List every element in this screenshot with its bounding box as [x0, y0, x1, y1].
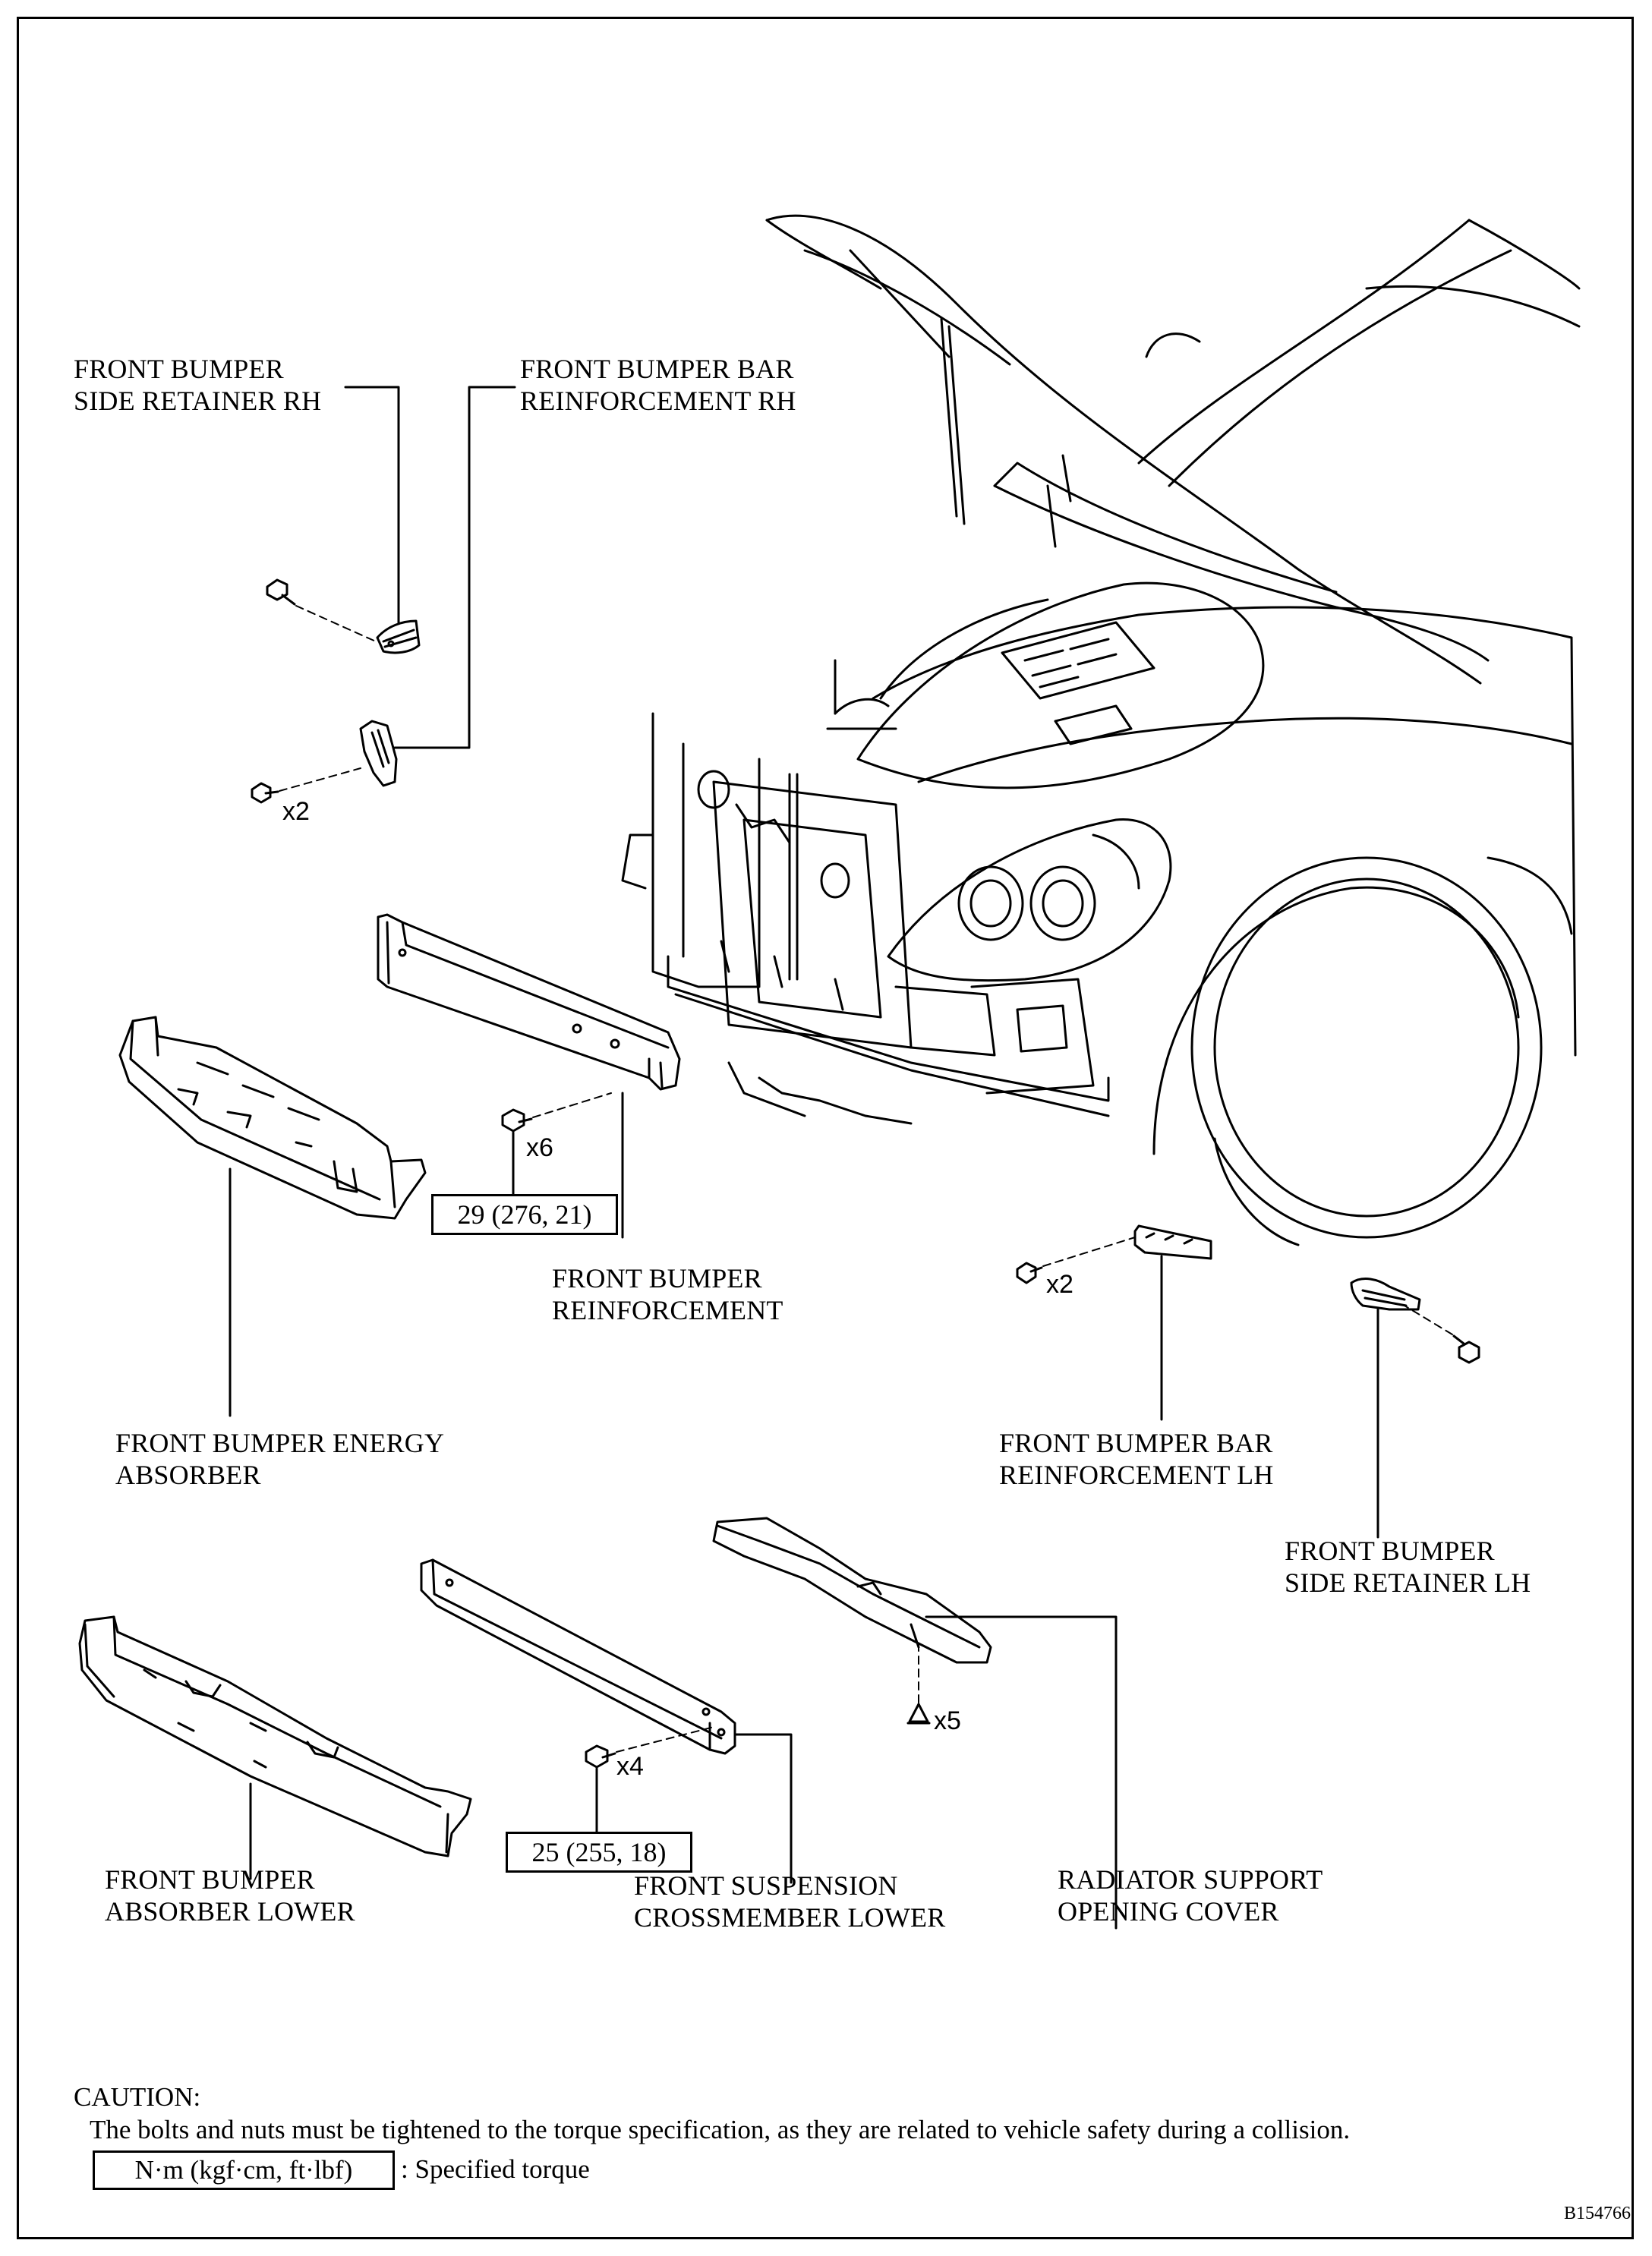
- torque-box-crossmember: 25 (255, 18): [506, 1832, 692, 1873]
- label-absorber-lower: FRONT BUMPER ABSORBER LOWER: [105, 1864, 355, 1927]
- front-bumper-bar-reinforcement-rh-part: [251, 720, 398, 804]
- torque-legend-box: N·m (kgf·cm, ft·lbf): [93, 2150, 395, 2190]
- label-side-retainer-rh: FRONT BUMPER SIDE RETAINER RH: [74, 354, 322, 416]
- front-bumper-reinforcement-part: [377, 913, 681, 1133]
- label-energy-absorber: FRONT BUMPER ENERGY ABSORBER: [115, 1428, 445, 1490]
- leader-crossmember: [733, 1733, 793, 1884]
- vehicle-front-illustration: [621, 214, 1581, 1246]
- front-bumper-side-retainer-rh-part: [266, 578, 421, 654]
- label-crossmember-lower: FRONT SUSPENSION CROSSMEMBER LOWER: [634, 1870, 946, 1933]
- torque-box-reinforcement: 29 (276, 21): [431, 1194, 618, 1235]
- front-bumper-side-retainer-lh-part: [1350, 1278, 1480, 1364]
- qty-reinforcement-bolts: x6: [526, 1133, 553, 1162]
- torque-legend-text: : Specified torque: [401, 2154, 590, 2184]
- caution-title: CAUTION:: [74, 2082, 201, 2112]
- label-bar-reinforcement-lh: FRONT BUMPER BAR REINFORCEMENT LH: [999, 1428, 1274, 1490]
- qty-crossmember-bolts: x4: [616, 1752, 644, 1781]
- leader-radiator-cover: [925, 1615, 1118, 1930]
- caution-text: The bolts and nuts must be tightened to …: [90, 2115, 1351, 2144]
- front-bumper-absorber-lower-part: [78, 1615, 472, 1857]
- qty-lh-bar-bolts: x2: [1046, 1270, 1073, 1299]
- radiator-support-opening-cover-part: [712, 1517, 992, 1725]
- qty-cover-clips: x5: [934, 1706, 961, 1735]
- qty-rh-bar-bolts: x2: [282, 797, 310, 826]
- figure-id: B154766: [1564, 2204, 1632, 2223]
- leader-bar-reinforcement-rh: [393, 386, 516, 749]
- label-radiator-cover: RADIATOR SUPPORT OPENING COVER: [1058, 1864, 1323, 1927]
- diagram-frame: [17, 17, 1634, 2239]
- label-bar-reinforcement-rh: FRONT BUMPER BAR REINFORCEMENT RH: [520, 354, 796, 416]
- label-side-retainer-lh: FRONT BUMPER SIDE RETAINER LH: [1285, 1536, 1531, 1598]
- label-bumper-reinforcement: FRONT BUMPER REINFORCEMENT: [552, 1263, 783, 1325]
- front-suspension-crossmember-lower-part: [420, 1558, 736, 1769]
- front-bumper-energy-absorber-part: [118, 1016, 427, 1220]
- front-bumper-bar-reinforcement-lh-part: [1016, 1224, 1212, 1284]
- leader-side-retainer-rh: [344, 386, 400, 624]
